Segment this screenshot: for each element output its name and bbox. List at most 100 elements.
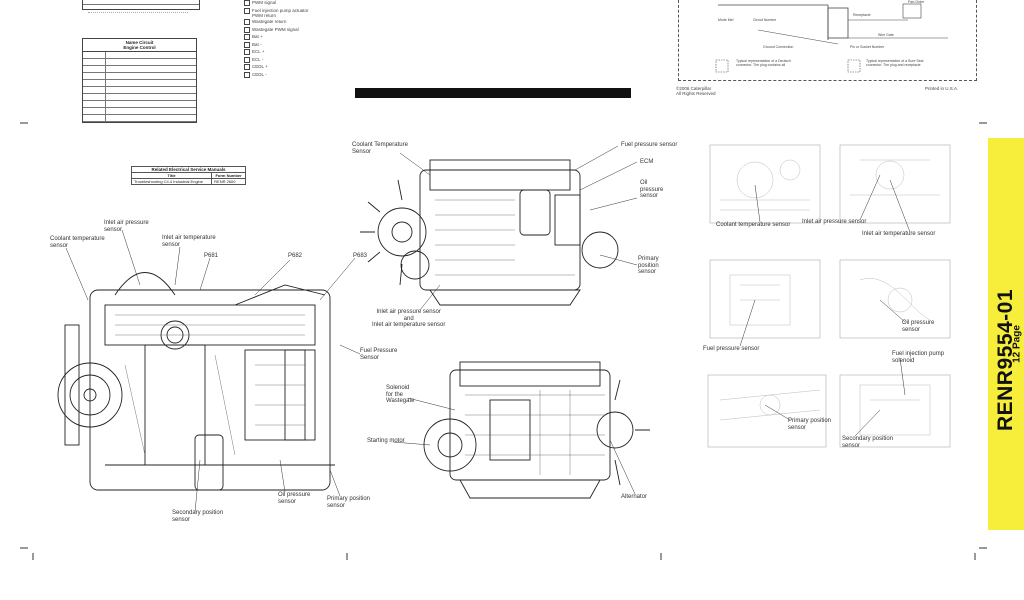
manual-form: RENR 2600 (211, 178, 246, 185)
legend-text: Wastegate return (252, 19, 287, 24)
photo-label-oil-pressure: Oil pressure sensor (902, 320, 935, 333)
photo-label-fuel-injection-pump: Fuel injection pump solenoid (892, 351, 945, 364)
top-engine-illustration (360, 159, 619, 306)
legend-pin-box (244, 41, 250, 48)
left-label-coolant-temp: Coolant temperature sensor (50, 236, 105, 249)
svg-text:connector. The plug and recept: connector. The plug and receptacle (866, 63, 921, 67)
engine-control-row (83, 94, 196, 101)
engine-control-row (83, 115, 196, 122)
black-bar (355, 88, 631, 98)
bottom-engine-illustration (423, 361, 650, 499)
legend-text: Bat - (252, 41, 262, 47)
legend-pin-box (244, 56, 250, 63)
svg-text:Part Order: Part Order (908, 0, 925, 4)
legend-item: CEDL - (244, 71, 320, 78)
schematic-drawing: Mode Mel Circuit Number Receptacle Part … (715, 0, 948, 73)
legend-text: ECL + (252, 49, 265, 54)
svg-text:Ground Connection: Ground Connection (763, 45, 793, 49)
left-label-inlet-air-temp: Inlet air temperature sensor (162, 235, 216, 248)
engine-control-title-1: Name Circuit (125, 40, 154, 45)
left-label-oil-pressure: Oil pressure sensor (278, 492, 311, 505)
photo-label-secondary-position: Secondary position sensor (842, 436, 894, 449)
photo-grid (707, 144, 951, 448)
engine-control-row (83, 101, 196, 108)
legend-item: Bat + (244, 34, 320, 40)
svg-text:Pin or Socket Number: Pin or Socket Number (850, 45, 885, 49)
left-label-primary-position: Primary position sensor (327, 496, 371, 509)
svg-text:Receptacle: Receptacle (853, 13, 871, 17)
left-label-secondary-position: Secondary position sensor (172, 510, 224, 523)
left-label-fuel-pressure: Fuel Pressure Sensor (360, 348, 398, 361)
svg-text:Circuit Number: Circuit Number (753, 18, 777, 22)
legend-text: CEDL + (252, 64, 268, 69)
left-engine-illustration (57, 272, 335, 491)
engine-control-row (83, 108, 196, 115)
schematic-printed: Printed in U.S.A. (925, 86, 959, 91)
top-label-primary-position: Primary position sensor (638, 256, 659, 275)
legend-item: Wastegate return (244, 19, 320, 25)
legend-text: ECL - (252, 56, 264, 62)
legend-text: PWM signal (252, 0, 277, 5)
legend-pin-box (244, 34, 250, 40)
bottom-label-solenoid: Solenoid for the Wastegate (386, 385, 415, 404)
svg-text:Typical representation of a Su: Typical representation of a Sure Seal (866, 59, 924, 63)
top-left-note (88, 12, 188, 15)
legend-pin-box (244, 26, 250, 33)
engine-control-row (83, 80, 196, 87)
legend-text: CEDL - (252, 71, 267, 77)
top-left-table (82, 0, 200, 10)
legend-pin-box (244, 64, 250, 70)
bottom-label-alternator: Alternator (621, 494, 648, 500)
legend-item: ECL - (244, 56, 320, 63)
engine-control-row (83, 59, 196, 66)
engine-control-row (83, 87, 196, 94)
legend-text: Fuel injection pump actuator PWM return (252, 7, 309, 18)
photo-label-fuel-pressure: Fuel pressure sensor (703, 346, 760, 352)
photo-label-primary-position: Primary position sensor (788, 418, 832, 431)
legend-text: Wastegate PWM signal (252, 26, 299, 32)
legend-item: Fuel injection pump actuator PWM return (244, 7, 320, 18)
legend-pin-box (244, 19, 250, 25)
left-label-p681: P681 (204, 253, 219, 259)
top-label-ecm: ECM (640, 159, 654, 165)
legend-item: CEDL + (244, 64, 320, 70)
photo-label-coolant-temp: Coolant temperature sensor (716, 222, 791, 228)
svg-text:Mode Mel: Mode Mel (718, 18, 734, 22)
top-label-inlet-air: Inlet air pressure sensor and Inlet air … (372, 309, 446, 328)
legend-pin-box (244, 0, 250, 6)
legend-item: Wastegate PWM signal (244, 26, 320, 33)
top-label-fuel-pressure: Fuel pressure sensor (621, 142, 678, 148)
legend-text: Bat + (252, 34, 263, 39)
page-count: 12 Page (1011, 325, 1023, 363)
svg-text:Wire Gate: Wire Gate (878, 33, 894, 37)
document-id-band (988, 138, 1024, 530)
engine-control-rows (82, 52, 197, 123)
bottom-label-starting-motor: Starting motor (367, 438, 405, 444)
legend-pin-box (244, 49, 250, 55)
engine-control-row (83, 66, 196, 73)
engine-control-table: Name Circuit Engine Control (82, 38, 197, 123)
engine-control-row (83, 73, 196, 80)
schematic-copyright: ©2006 Caterpillar All Rights Reserved (676, 86, 716, 96)
related-manuals-table: Related Electrical Service Manuals Title… (130, 166, 246, 185)
top-label-oil-pressure: Oil pressure sensor (640, 180, 664, 199)
photo-label-inlet-air-temp: Inlet air temperature sensor (862, 231, 936, 237)
legend-pin-box (244, 7, 250, 14)
legend-item: Bat - (244, 41, 320, 48)
engine-control-row (83, 52, 196, 59)
top-label-coolant-temp: Coolant Temperature Sensor (352, 142, 408, 155)
left-label-inlet-air-pressure: Inlet air pressure sensor (104, 220, 149, 233)
svg-text:Typical representation of a De: Typical representation of a Deutsch (736, 59, 791, 63)
legend-pin-box (244, 71, 250, 78)
schematic-frame (678, 0, 977, 81)
legend-item: ECL + (244, 49, 320, 55)
svg-text:connector. The plug contains a: connector. The plug contains all (736, 63, 785, 67)
legend-item: PWM signal (244, 0, 320, 6)
